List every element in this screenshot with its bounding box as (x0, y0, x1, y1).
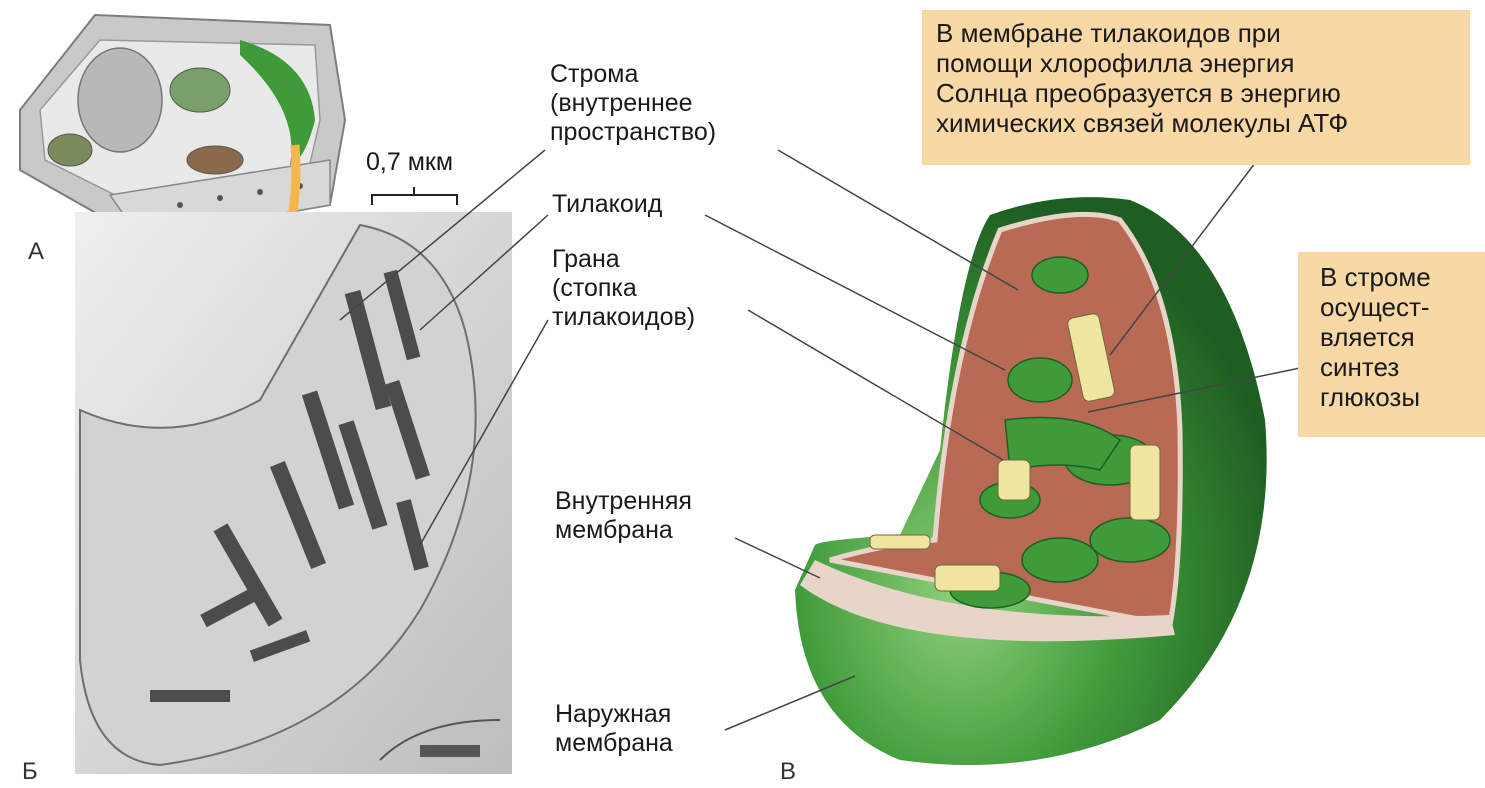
label-inner-membrane: Внутренняя мембрана (555, 487, 692, 545)
label-stroma: Строма (внутреннее пространство) (550, 60, 716, 147)
note-glucose: В строме осущест- вляется синтез глюкозы (1298, 252, 1485, 437)
panel-label-b: Б (22, 758, 38, 786)
scale-label: 0,7 мкм (366, 148, 453, 177)
label-thylakoid: Тилакоид (552, 190, 662, 219)
note-atp: В мембране тилакоидов при помощи хлорофи… (922, 10, 1470, 165)
leader-line-stroma (778, 150, 1018, 290)
panel-label-v: В (780, 758, 796, 786)
scale-bracket (372, 187, 457, 205)
label-outer-membrane: Наружная мембрана (555, 700, 673, 758)
chloroplast-illustration (795, 197, 1267, 765)
leader-line-thylakoid (705, 215, 1005, 370)
leader-line-inner-membrane (735, 538, 820, 578)
panel-label-a: А (28, 238, 44, 266)
electron-micrograph (75, 212, 512, 774)
label-granum: Грана (стопка тилакоидов) (552, 245, 695, 332)
